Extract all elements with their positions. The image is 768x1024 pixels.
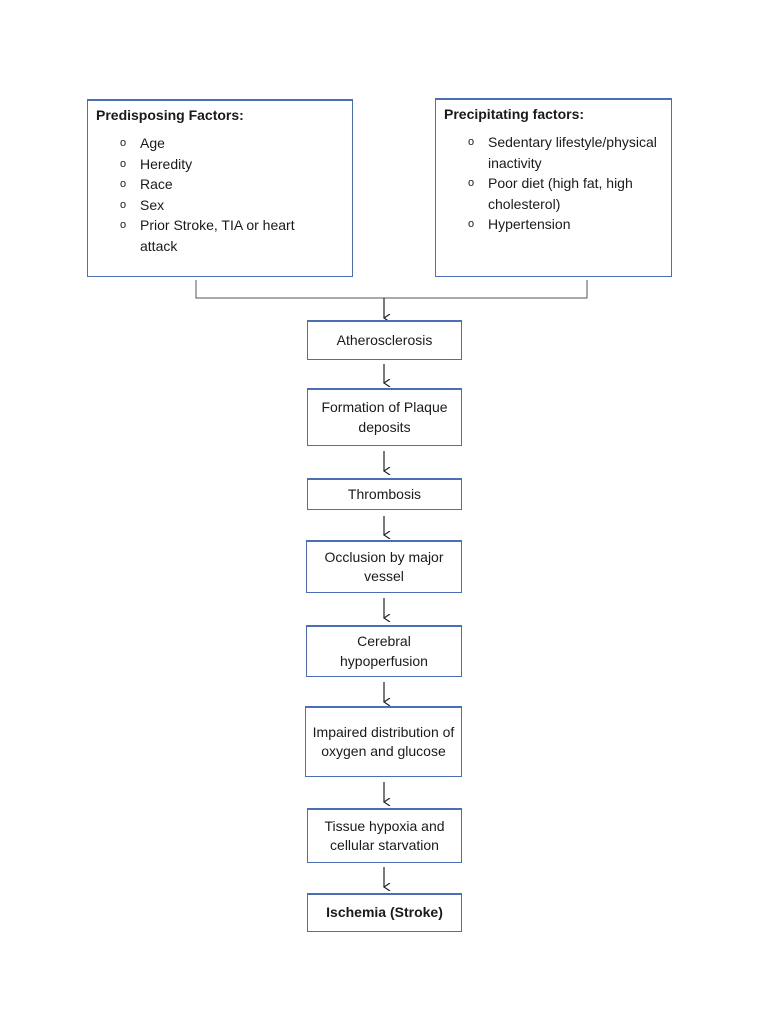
bullet-icon: o <box>120 157 127 170</box>
step-impaired-distribution: Impaired distribution of oxygen and gluc… <box>305 706 462 777</box>
step-ischemia-stroke: Ischemia (Stroke) <box>307 893 462 932</box>
step-atherosclerosis: Atherosclerosis <box>307 320 462 360</box>
merge-bracket <box>195 280 588 299</box>
predisposing-factors-title: Predisposing Factors: <box>96 107 244 123</box>
precipitating-factors-title: Precipitating factors: <box>444 106 585 122</box>
bullet-icon: o <box>468 136 475 148</box>
step-tissue-hypoxia: Tissue hypoxia and cellular starvation <box>307 808 462 863</box>
bullet-icon: o <box>120 219 127 231</box>
bullet-icon: o <box>468 218 475 230</box>
bullet-icon: o <box>120 198 127 211</box>
bullet-icon: o <box>120 178 127 190</box>
step-cerebral-hypoperfusion: Cerebral hypoperfusion <box>306 625 462 677</box>
step-occlusion: Occlusion by major vessel <box>306 540 462 593</box>
bullet-icon: o <box>120 137 127 149</box>
bullet-icon: o <box>468 177 475 189</box>
step-plaque-formation: Formation of Plaque deposits <box>307 388 462 446</box>
step-thrombosis: Thrombosis <box>307 478 462 510</box>
